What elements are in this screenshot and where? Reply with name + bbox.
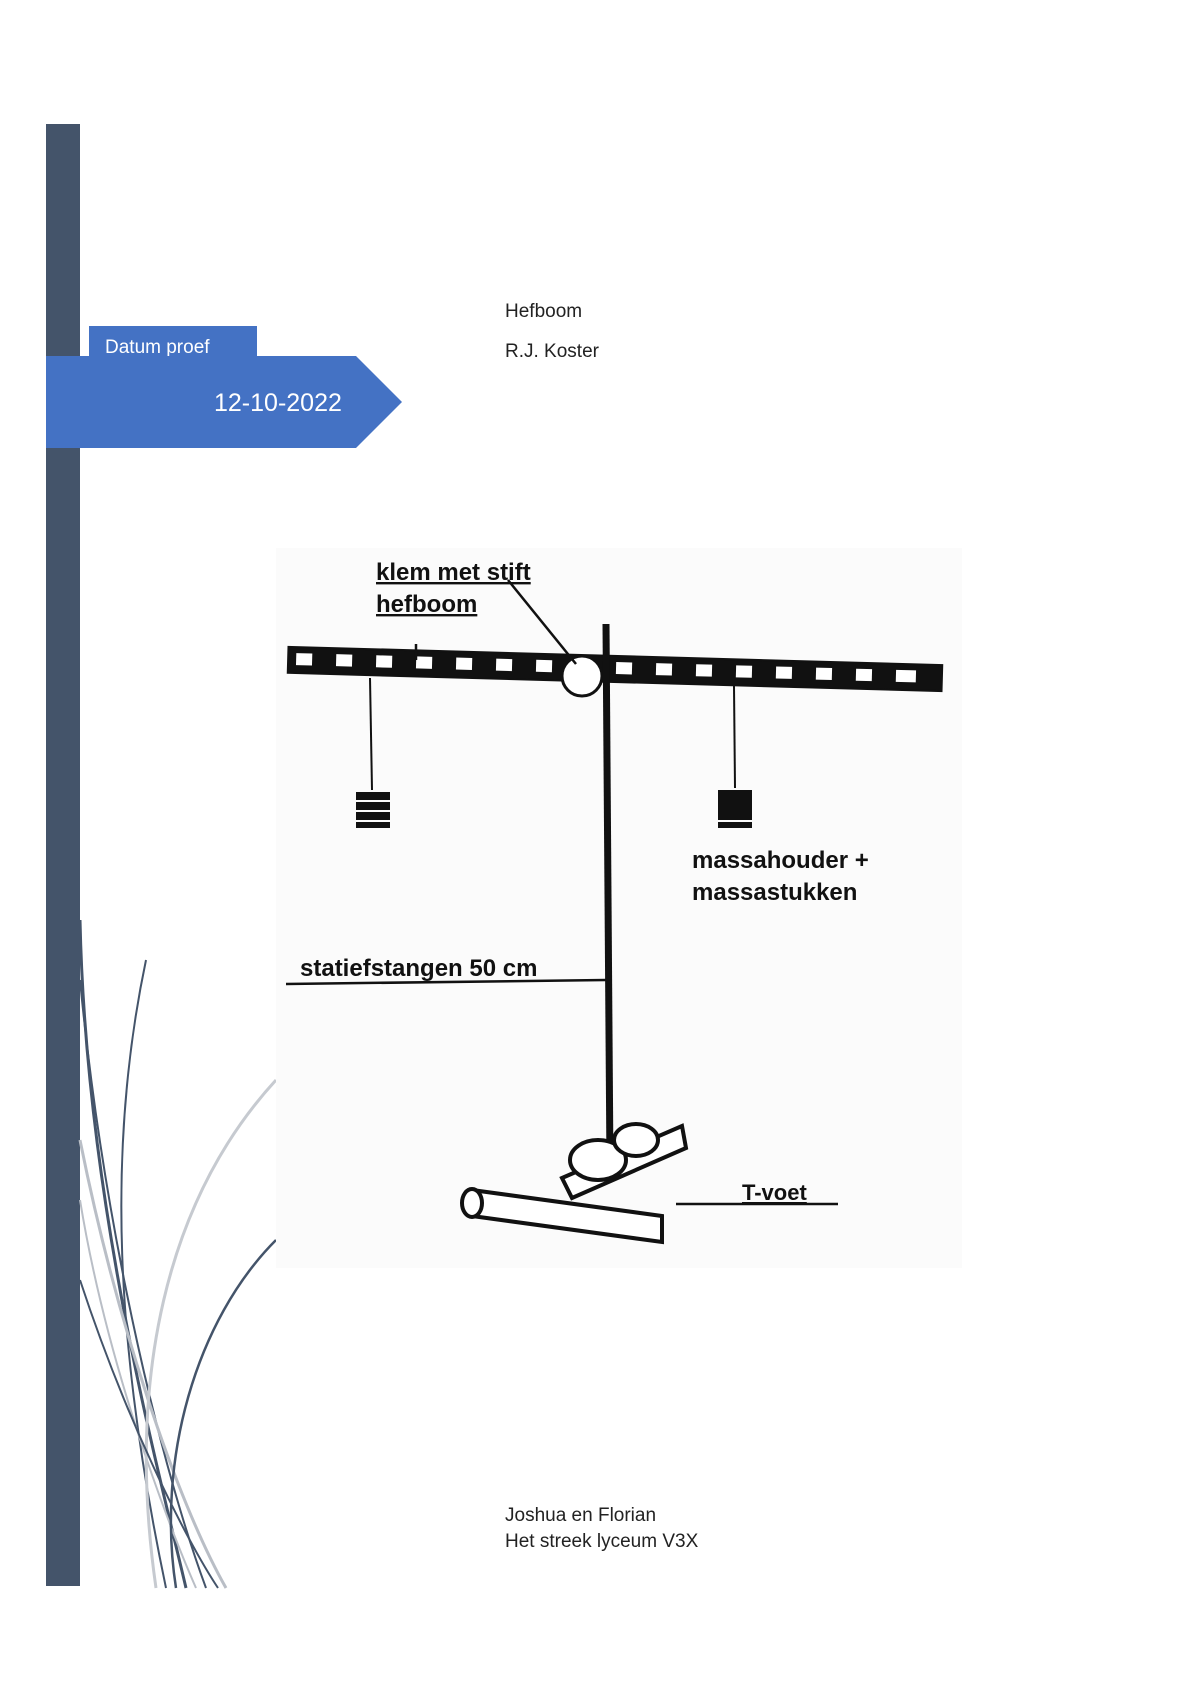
school-class: Het streek lyceum V3X <box>505 1531 699 1552</box>
pivot-clamp <box>560 654 604 698</box>
label-lever: hefboom <box>376 591 477 618</box>
label-mass-holder: massahouder + <box>692 847 869 874</box>
author-names: Joshua en Florian <box>505 1505 657 1526</box>
label-rod: statiefstangen 50 cm <box>300 955 537 982</box>
left-mass-stack <box>356 792 390 828</box>
label-clamp: klem met stift <box>376 559 531 586</box>
label-mass-pieces: massastukken <box>692 879 857 906</box>
t-foot <box>460 1122 689 1245</box>
date-label: Datum proef <box>105 337 210 358</box>
label-foot: T-voet <box>742 1180 807 1205</box>
date-tab <box>89 326 257 360</box>
swirl-decoration <box>78 919 278 1589</box>
stand-rod <box>602 623 614 1169</box>
document-title: Hefboom <box>505 301 583 322</box>
document-author: R.J. Koster <box>505 341 599 362</box>
lever-apparatus-figure: klem met stift hefboom massahouder + mas… <box>276 548 962 1268</box>
right-mass-stack <box>718 790 752 828</box>
date-arrow-banner <box>46 356 402 448</box>
date-value: 12-10-2022 <box>214 389 342 417</box>
lever-beam <box>286 645 944 693</box>
